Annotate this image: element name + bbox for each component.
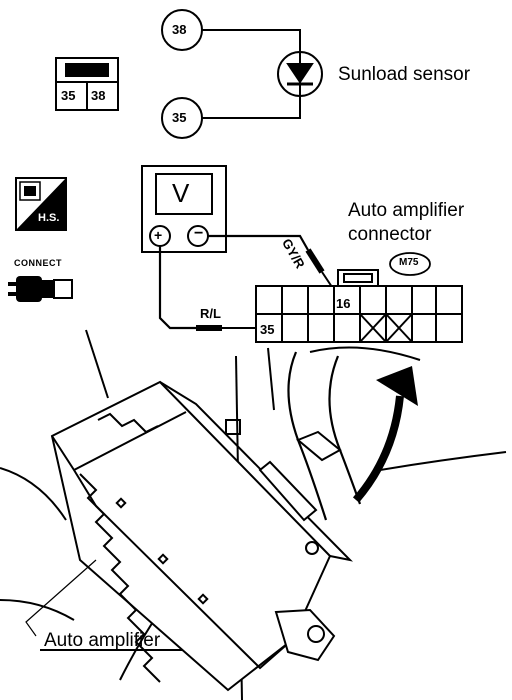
voltmeter-plus-mark: + <box>154 227 163 243</box>
diode-triangle <box>286 63 314 84</box>
terminal-38-label: 38 <box>172 22 187 37</box>
negative-lead <box>208 234 309 251</box>
amp-connector-pin-35: 35 <box>260 322 275 337</box>
connect-icon <box>8 276 73 302</box>
connect-icon-label: CONNECT <box>14 258 62 268</box>
harness-badge-icon <box>15 177 67 231</box>
voltmeter-icon <box>141 165 227 253</box>
wire-38-to-sensor <box>202 29 301 52</box>
amp-connector-face <box>255 269 463 343</box>
terminal-35-label: 35 <box>172 110 187 125</box>
amp-connector-label-line1: Auto amplifier <box>348 200 465 221</box>
amp-connector-code: M75 <box>399 257 419 268</box>
amp-connector-pin-16: 16 <box>336 296 351 311</box>
amp-connector-label-line2: connector <box>348 224 432 245</box>
auto-amplifier-label: Auto amplifier <box>44 630 161 651</box>
harness-badge-text: H.S. <box>38 212 60 224</box>
sunload-sensor-circuit <box>161 9 323 139</box>
voltmeter-minus-mark: − <box>194 225 204 242</box>
connector-code-oval <box>389 252 431 276</box>
voltmeter-symbol: V <box>172 178 190 208</box>
unit-label-leader <box>25 559 97 637</box>
sensor-connector-pin-38: 38 <box>91 88 106 103</box>
auto-amplifier-unit <box>0 329 507 700</box>
wire-35-to-sensor <box>202 96 301 119</box>
removal-arrow-icon <box>352 366 418 503</box>
sensor-connector-pin-35: 35 <box>61 88 76 103</box>
positive-wire-color-label: R/L <box>200 306 221 321</box>
sunload-sensor-label: Sunload sensor <box>338 64 471 85</box>
sensor-connector-icon <box>55 57 119 111</box>
test-leads <box>158 234 339 331</box>
positive-lead <box>158 246 196 330</box>
